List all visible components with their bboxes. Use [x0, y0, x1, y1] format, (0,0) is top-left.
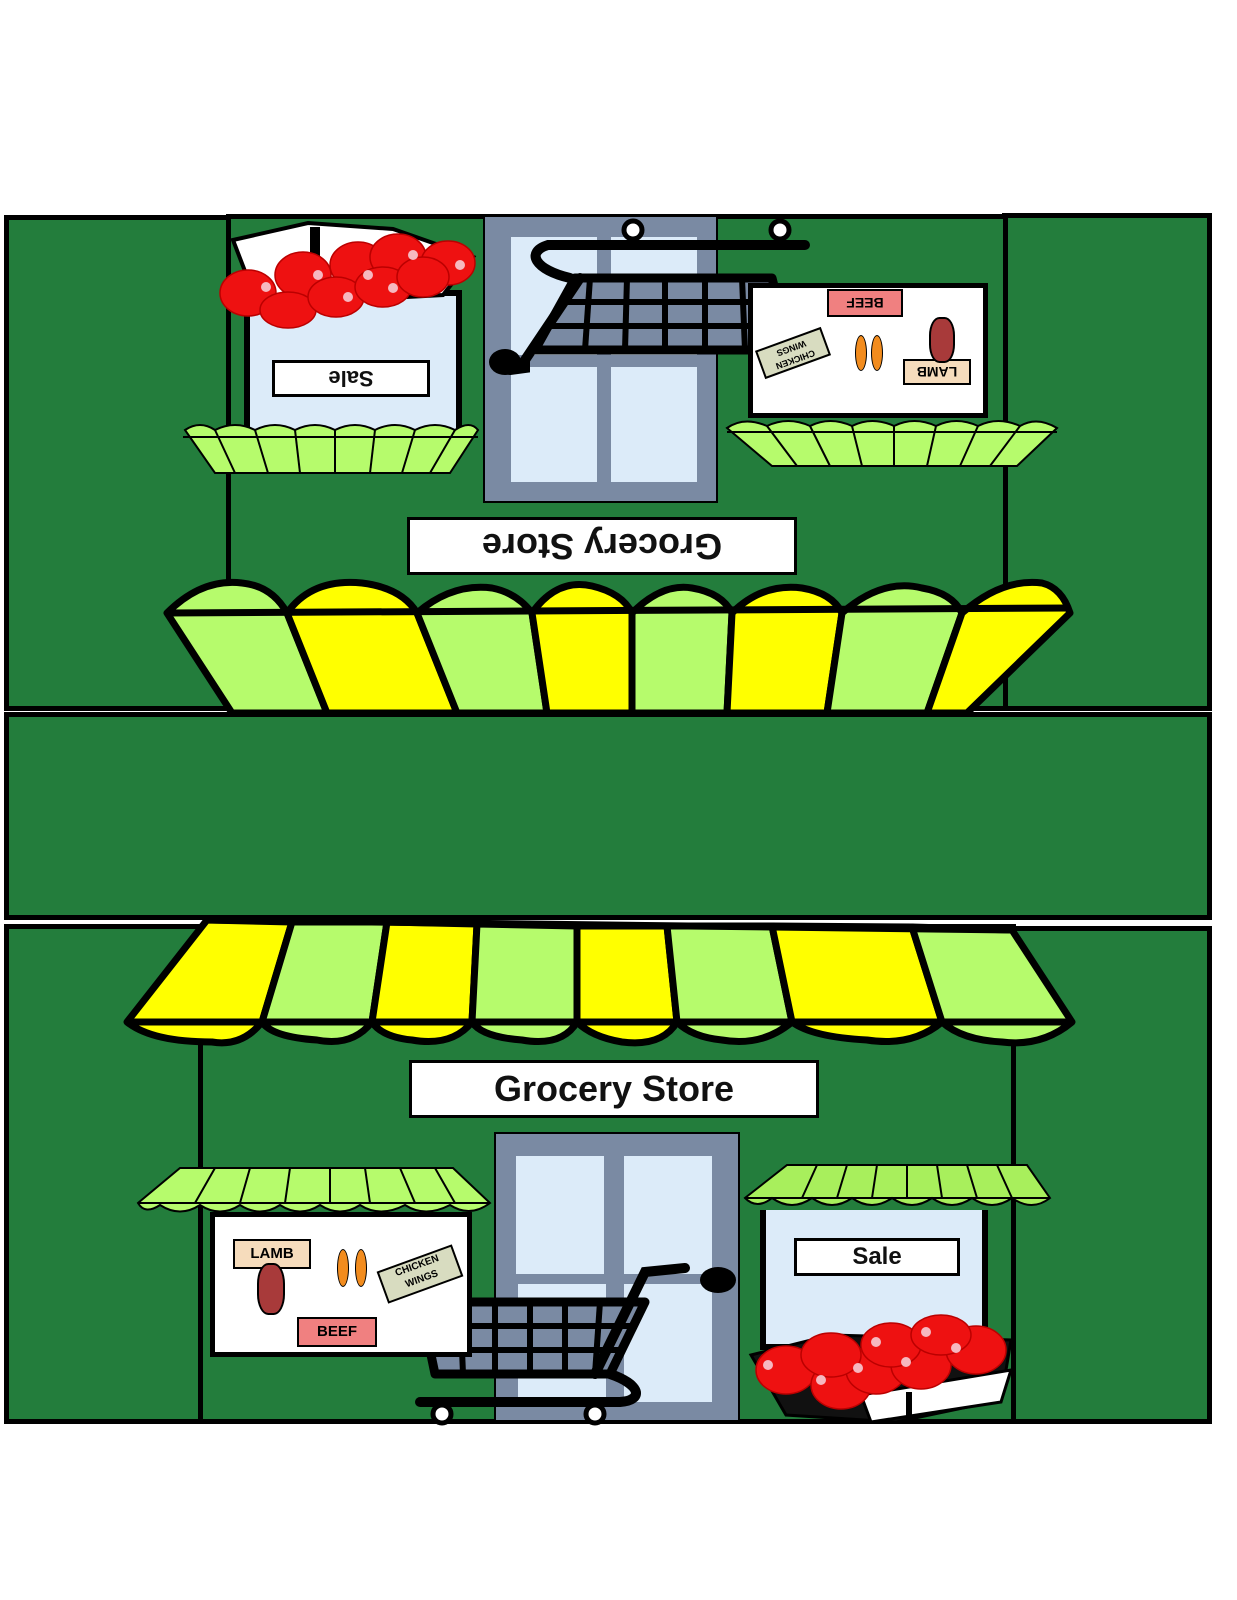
- beef-label: BEEF: [827, 289, 903, 317]
- top-sale-sign: Sale: [272, 360, 430, 397]
- beef-label: BEEF: [297, 1317, 377, 1347]
- apple-crate-icon: [219, 220, 477, 329]
- top-left-flap: [4, 215, 232, 711]
- chicken-wings-label: CHICKEN WINGS: [754, 326, 832, 380]
- door-glass: [624, 1156, 712, 1274]
- lamb-label: LAMB: [233, 1239, 311, 1269]
- chicken-legs-icon: [853, 316, 883, 391]
- door-glass: [516, 1156, 604, 1274]
- bottom-sale-sign: Sale: [794, 1238, 960, 1276]
- bottom-left-window-awning: [136, 1167, 492, 1213]
- apple-crate-icon: [748, 1314, 1014, 1424]
- bottom-main-awning: [123, 916, 1076, 1047]
- bottom-meat-window: LAMB CHICKEN WINGS BEEF: [210, 1212, 472, 1357]
- top-main-awning: [163, 578, 1074, 720]
- lamb-label: LAMB: [903, 359, 971, 385]
- lamb-meat-icon: [257, 1263, 285, 1315]
- top-left-window-awning: [183, 424, 480, 474]
- chicken-wings-label: CHICKEN WINGS: [376, 1244, 464, 1304]
- bottom-right-window-awning: [743, 1164, 1052, 1206]
- top-meat-window: LAMB CHICKEN WINGS BEEF: [748, 283, 988, 418]
- door-glass: [511, 367, 597, 482]
- lamb-meat-icon: [929, 317, 955, 363]
- bottom-store-sign: Grocery Store: [409, 1060, 819, 1118]
- door-knob-icon: [700, 1267, 736, 1293]
- top-right-window-awning: [725, 420, 1059, 467]
- middle-roof-panel: [4, 712, 1212, 920]
- top-store-sign: Grocery Store: [407, 517, 797, 575]
- door-glass: [611, 367, 697, 482]
- chicken-legs-icon: [337, 1225, 371, 1307]
